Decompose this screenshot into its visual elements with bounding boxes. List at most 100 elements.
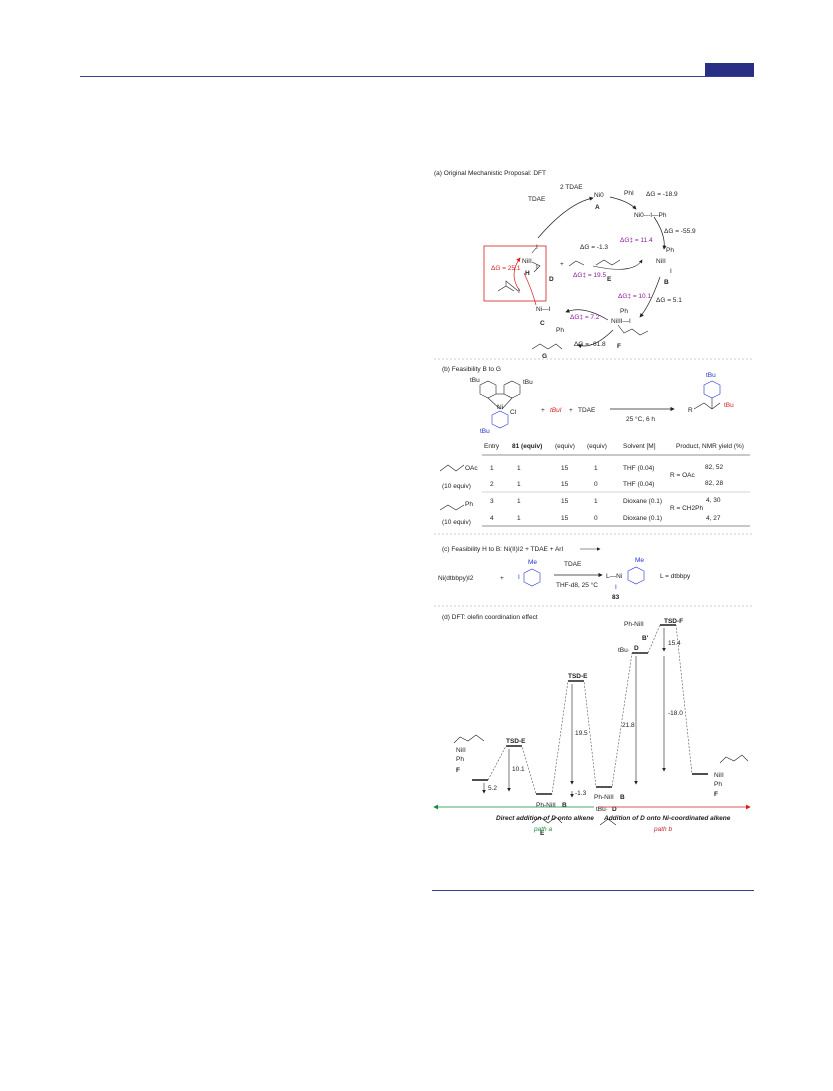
label-phni-b2: Ph-NiII [594, 794, 614, 801]
row4-entry: 4 [490, 515, 494, 522]
row3-entry: 3 [490, 498, 494, 505]
label-tbui: tBuI [550, 407, 562, 414]
alkene-d-shape [599, 818, 617, 826]
aryl-iodide-ring [523, 568, 541, 587]
label-A: A [595, 204, 600, 211]
alkene-shape [568, 260, 585, 267]
arrow-complex-to-b [653, 216, 667, 250]
label-21-8: 21.8 [622, 722, 635, 729]
ni-complex-structure [479, 380, 521, 429]
substrate-1-shape [439, 464, 465, 472]
panel-d: (d) DFT: olefin coordination effect TSD-… [442, 614, 749, 837]
label-83: 83 [612, 594, 620, 601]
arrow-f-to-g [577, 329, 614, 349]
product-ring [703, 380, 721, 399]
label-dgts-4: ΔG‡ = 7.2 [570, 314, 600, 321]
label-G: G [542, 353, 547, 360]
label-phi: PhI [624, 190, 634, 197]
row4-equiv2: 0 [594, 515, 598, 522]
label-ni-dtbbpy: Ni(dtbbpy)I2 [438, 575, 474, 582]
row2-entry: 2 [490, 481, 494, 488]
label-ni-f: NiII [456, 747, 466, 754]
label-plus-2: + [569, 407, 573, 414]
row2-product: 82, 28 [705, 480, 723, 487]
substrate-2-shape [439, 504, 465, 511]
f-chain-shape [617, 324, 649, 336]
arrow-a-to-complex [609, 196, 637, 210]
label-cl: Cl [510, 409, 517, 416]
label-niiii-f: NiIII—I [611, 318, 631, 325]
label-ts-de-left: TSD-E [506, 738, 526, 745]
label-me-1: Me [528, 559, 537, 566]
row1-product: 82, 52 [705, 464, 723, 471]
label-cond-c: THF-d8, 25 °C [556, 581, 598, 589]
label-me-2: Me [635, 557, 644, 564]
label-dg-d: ΔG = -1.3 [580, 244, 608, 251]
path-b-label: path b [653, 826, 672, 833]
label-ph-f: Ph [456, 756, 464, 763]
row1-equiv1: 15 [561, 465, 569, 472]
label-10-1: 10.1 [512, 766, 525, 773]
row2-equiv1: 15 [561, 481, 569, 488]
label-sub1: OAc [465, 465, 478, 472]
label-tdae-b: TDAE [578, 407, 596, 414]
label-dg-b: ΔG = -55.9 [664, 228, 696, 235]
row1-equiv2: 1 [594, 465, 598, 472]
yield-table: Entry 81 (equiv) (equiv) (equiv) Solvent… [439, 443, 750, 527]
label-tbu-d2: tBu· [596, 806, 608, 813]
arrow-h-to-a [537, 196, 594, 239]
path-a-label: path a [533, 826, 552, 833]
product-aryl-ring [627, 566, 645, 585]
label-ni-c: Ni—I [536, 306, 551, 313]
label-ni0-phi: Ni0---I—Ph [634, 212, 667, 219]
row2-equiv2: 0 [594, 481, 598, 488]
path-legend: Direct addition of D onto alkene path a … [433, 804, 751, 833]
label-iodo: I [518, 574, 520, 581]
label-h-i2: I [536, 264, 538, 271]
energy-profile-dashed [487, 624, 693, 795]
row1-81: 1 [517, 465, 521, 472]
header-rule [80, 76, 754, 77]
label-E: E [607, 276, 612, 283]
path-a-description: Direct addition of D onto alkene [496, 815, 594, 822]
arrow-f-to-c [565, 308, 609, 321]
label-ph-g: Ph [556, 327, 564, 334]
label-sub2-eq: (10 equiv) [442, 519, 471, 526]
label-1-3: -1.3 [575, 790, 587, 797]
label-dg-g: ΔG = -61.8 [574, 341, 606, 348]
label-phni-b1: Ph-NiII [536, 802, 556, 809]
label-sub2: Ph [465, 501, 473, 508]
label-tbu-2: tBu [523, 379, 533, 386]
label-D2: D [612, 806, 617, 813]
row3-equiv2: 1 [594, 498, 598, 505]
label-ni-f2: NiII [714, 772, 724, 779]
header-product: Product, NMR yield (%) [676, 443, 744, 450]
label-B: B [664, 279, 669, 286]
header-entry: Entry [484, 443, 500, 450]
product-chain [693, 402, 721, 410]
footer-rule [432, 890, 754, 891]
e-shape [531, 816, 563, 824]
header-tab [705, 63, 754, 77]
label-ph-f: Ph [620, 308, 628, 315]
row3-equiv1: 15 [561, 498, 569, 505]
label-ph-f2: Ph [714, 781, 722, 788]
g-chain-shape [531, 343, 563, 350]
header-81: 81 (equiv) [512, 443, 542, 450]
label-5-2: 5.2 [488, 785, 497, 792]
row1-solvent: THF (0.04) [623, 465, 654, 472]
label-19-5: 19.5 [575, 730, 588, 737]
label-D1: D [634, 645, 639, 652]
label-bprime: B' [642, 635, 649, 642]
label-tbu-3: tBu [480, 428, 490, 435]
row2-solvent: THF (0.04) [623, 481, 654, 488]
label-ts-de: TSD-E [568, 673, 588, 680]
row4-solvent: Dioxane (0.1) [623, 515, 662, 522]
radical-d-shape [531, 261, 541, 273]
reaction-scheme-figure: (a) Original Mechanistic Proposal: DFT 2… [434, 170, 752, 837]
label-ph-b: Ph [666, 247, 674, 254]
f-left-shape [453, 734, 485, 744]
label-plus-c: + [500, 575, 504, 582]
label-nii-b: NiII [656, 258, 666, 265]
label-l-ni: L—Ni [606, 573, 622, 580]
